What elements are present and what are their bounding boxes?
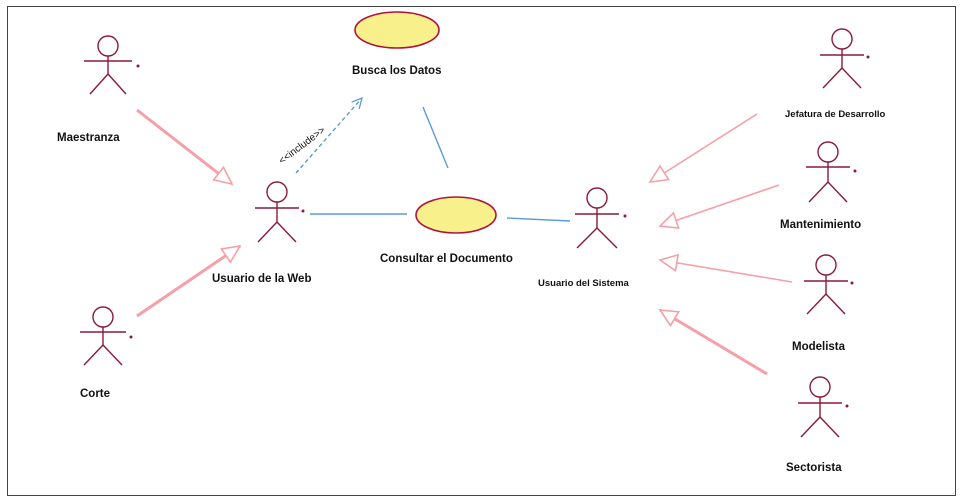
actor-usuario-sistema-figure[interactable] bbox=[575, 187, 627, 249]
actor-usuario-web-label: Usuario de la Web bbox=[212, 273, 312, 285]
actor-corte-label: Corte bbox=[80, 388, 111, 400]
actor-maestranza-label: Maestranza bbox=[57, 132, 120, 144]
generalization-jefatura bbox=[648, 113, 758, 184]
usecase-consultar-oval[interactable] bbox=[415, 196, 497, 234]
usecase-consultar-label: Consultar el Documento bbox=[380, 253, 513, 265]
usecase-busca-oval[interactable] bbox=[354, 11, 440, 49]
actor-sectorista-figure[interactable] bbox=[798, 376, 849, 438]
actor-corte-figure[interactable] bbox=[80, 306, 133, 366]
actor-sectorista-label: Sectorista bbox=[786, 462, 842, 474]
diagram-frame bbox=[7, 6, 956, 496]
generalization-modelista bbox=[658, 253, 793, 283]
generalization-maestranza bbox=[136, 108, 234, 186]
actor-jefatura-figure[interactable] bbox=[820, 28, 870, 89]
actor-jefatura-label: Jefatura de Desarrollo bbox=[785, 109, 886, 120]
association-sistema-consultar bbox=[506, 217, 571, 222]
actor-maestranza-figure[interactable] bbox=[84, 35, 140, 95]
generalization-corte bbox=[136, 244, 242, 318]
actor-usuario-sistema-label: Usuario del Sistema bbox=[538, 278, 629, 289]
actor-mantenimiento-label: Mantenimiento bbox=[780, 219, 862, 231]
generalization-sectorista bbox=[658, 308, 768, 376]
actor-modelista-label: Modelista bbox=[792, 341, 846, 353]
include-arrow bbox=[295, 98, 362, 174]
association-busca-consultar bbox=[422, 106, 449, 169]
actor-mantenimiento-figure[interactable] bbox=[806, 141, 857, 203]
generalization-mantenimiento bbox=[658, 184, 780, 229]
actor-usuario-web-figure[interactable] bbox=[255, 181, 305, 243]
usecase-busca-label: Busca los Datos bbox=[352, 65, 442, 77]
actor-modelista-figure[interactable] bbox=[804, 254, 854, 315]
